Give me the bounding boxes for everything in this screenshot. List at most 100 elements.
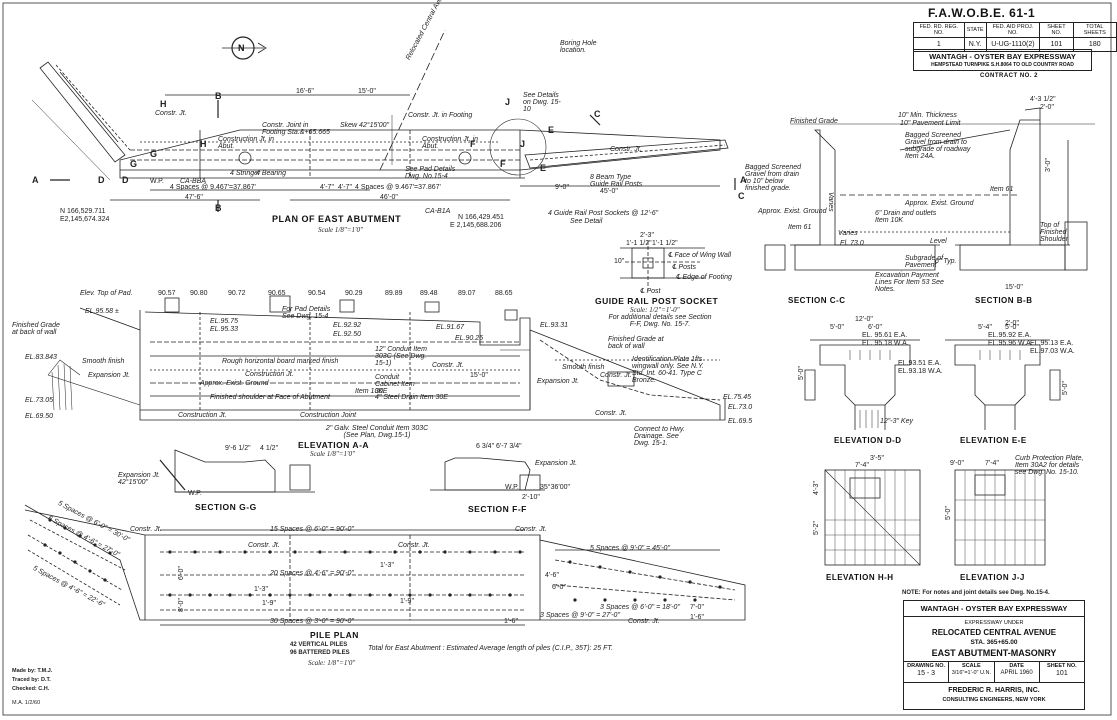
gg-dim: 4 1/2": [260, 445, 279, 452]
vertical-piles: 42 VERTICAL PILES: [290, 642, 348, 648]
expressway-header-box: WANTAGH - OYSTER BAY EXPRESSWAY HEMPSTEA…: [913, 49, 1092, 71]
elev-note: EL.90.25: [455, 335, 484, 342]
north-arrow-label: N: [238, 43, 245, 53]
pile-dim: 8'-0": [178, 598, 185, 612]
elev-note: Constr. Jt.: [600, 372, 632, 379]
section-dim: 3'-0": [1045, 158, 1052, 172]
ff-dim: 6'-7 3/4": [496, 443, 522, 450]
socket-scale: Scale: 1/2"=1'-0": [630, 306, 680, 314]
project-code: F.A.W.O.B.E. 61-1: [928, 6, 1036, 20]
traced-by-stamp: Traced by: D.T.: [12, 677, 51, 683]
top-elev: 90.72: [228, 290, 246, 297]
elev-note: Item 10K: [355, 388, 384, 395]
pile-dim: 1'-9": [262, 600, 276, 607]
elev-right-label: 6'-0": [868, 324, 882, 331]
value-cell: 180: [1072, 37, 1117, 52]
top-elev: 90.80: [190, 290, 208, 297]
elev-right-label: 5'-0": [1005, 324, 1019, 331]
plan-dim: 16'-6": [296, 88, 314, 95]
header-expressway: WANTAGH - OYSTER BAY EXPRESSWAY: [929, 52, 1076, 61]
pile-dim: 30 Spaces @ 3'-0" = 90'-0": [270, 618, 354, 625]
section-note: Approx. Exist. Ground: [758, 208, 827, 215]
elev-note: Finished shoulder at Face of Abutment: [210, 394, 330, 401]
elev-right-label: 9'-0": [950, 460, 964, 467]
elev-note: 4" Steel Drain Item 30E: [375, 394, 448, 401]
pile-dim: 6'-0": [178, 566, 185, 580]
elev-note: Rough horizontal board marked finish: [222, 358, 339, 365]
elev-right-label: Curb Protection Plate, Item 30A2 for det…: [1015, 455, 1084, 476]
section-note: Varies: [838, 230, 858, 237]
plan-note: Construction Jt. in Abut.: [422, 136, 479, 150]
elev-note: 12" Conduit Item 303C (See Dwg. 15-1): [375, 346, 427, 367]
section-bb-title: SECTION B-B: [975, 296, 1033, 305]
plan-dim: 4'-7": [320, 184, 334, 191]
tb-line4: EAST ABUTMENT-MASONRY: [931, 648, 1057, 658]
tb-cell-drawing: DRAWING NO.15 - 3: [904, 662, 950, 682]
pile-note: Constr. Jt.: [515, 526, 547, 533]
elev-note: EL.69.5: [728, 418, 753, 425]
plan-note: See Details on Dwg. 15-10: [523, 92, 561, 113]
elev-right-label: 12'-0": [855, 316, 873, 323]
left-label: EL.73.05: [25, 397, 54, 404]
plan-dim: 4'-7": [338, 184, 352, 191]
socket-title: GUIDE RAIL POST SOCKET: [595, 296, 719, 306]
pile-plan-title: PILE PLAN: [310, 630, 359, 640]
socket-label: ℄ Post: [640, 288, 661, 295]
elev-note: Smooth finish: [562, 364, 605, 371]
left-label: EL.83.843: [25, 354, 57, 361]
section-ff-title: SECTION F-F: [468, 504, 527, 514]
section-marker: G: [130, 159, 138, 169]
gg-dim: 9'-6 1/2": [225, 445, 251, 452]
section-note: Excavation Payment Lines For Item 53 See…: [875, 272, 944, 293]
section-marker: E: [548, 125, 555, 135]
coord-center-n: N 166,429.451: [458, 214, 504, 221]
elev-note: Construction Joint: [300, 412, 357, 419]
section-dim: 4'-3 1/2": [1030, 96, 1056, 103]
pile-note: Constr. Jt.: [130, 526, 162, 533]
coord-left-n: N 166,529.711: [60, 208, 106, 215]
plan-note: CA-BBA: [180, 178, 207, 185]
elev-note: EL.75.45: [723, 394, 752, 401]
top-elev: 90.65: [268, 290, 286, 297]
section-note: Level: [930, 238, 947, 245]
contract-number: CONTRACT NO. 2: [980, 73, 1038, 79]
section-gg-title: SECTION G-G: [195, 502, 257, 512]
elev-note: EL.95.33: [210, 326, 239, 333]
elev-right-label: 5'-0": [1062, 381, 1069, 395]
section-note: Subgrade of Pavement: [905, 255, 944, 269]
section-dim: 15'-0": [1005, 284, 1023, 291]
elev-right-label: EL.95.92 E.A.: [988, 332, 1032, 339]
header-cell: FED. RD. REG. NO.: [913, 22, 965, 38]
elev-note: EL.73.0: [728, 404, 753, 411]
left-label: Elev. Top of Pad.: [80, 290, 133, 297]
top-elev: 89.89: [385, 290, 403, 297]
pile-note: Constr. Jt.: [628, 618, 660, 625]
elev-note: For Pad Details See Dwg. 15-4: [282, 306, 331, 320]
elev-note: Conduit Cabinet Item 30E: [375, 374, 415, 395]
section-marker: C: [594, 109, 601, 119]
header-cell: STATE: [963, 22, 987, 38]
plan-dim: 4 Spaces @ 9.467'=37.867': [170, 184, 256, 191]
pile-dim: 3 Spaces @ 9'-0" = 27'-0": [540, 612, 620, 619]
elev-note: Construction Jt.: [178, 412, 227, 419]
elev-right-label: EL.95.13 E.A.: [1030, 340, 1074, 347]
tb-line1: EXPRESSWAY UNDER: [964, 620, 1024, 626]
plan-note: Skew 42°15'00": [340, 122, 390, 129]
section-marker: C: [738, 191, 745, 201]
elev-right-label: EL. 95.61 E.A.: [862, 332, 908, 339]
elev-note: 15'-0": [470, 372, 488, 379]
section-note: Finished Grade: [790, 118, 838, 125]
ff-dim: 6 3/4": [476, 443, 495, 450]
section-note: 10" Min. Thickness: [898, 112, 957, 119]
elev-right-label: EL.95.96 W.A.: [988, 340, 1033, 347]
value-cell: 101: [1039, 37, 1074, 52]
pile-dim: 1'-6": [504, 618, 518, 625]
elev-right-label: 4'-3": [813, 481, 820, 495]
header-cell: TOTAL SHEETS: [1072, 22, 1117, 38]
pile-total-note: Total for East Abutment : Estimated Aver…: [368, 645, 613, 652]
elev-right-label: 5'-0": [945, 506, 952, 520]
pile-dim: 20 Spaces @ 4'-6" = 90'-0": [270, 570, 354, 577]
section-note: 6" Typ.: [935, 258, 957, 265]
socket-label: ℄ Edge of Footing: [676, 274, 732, 281]
